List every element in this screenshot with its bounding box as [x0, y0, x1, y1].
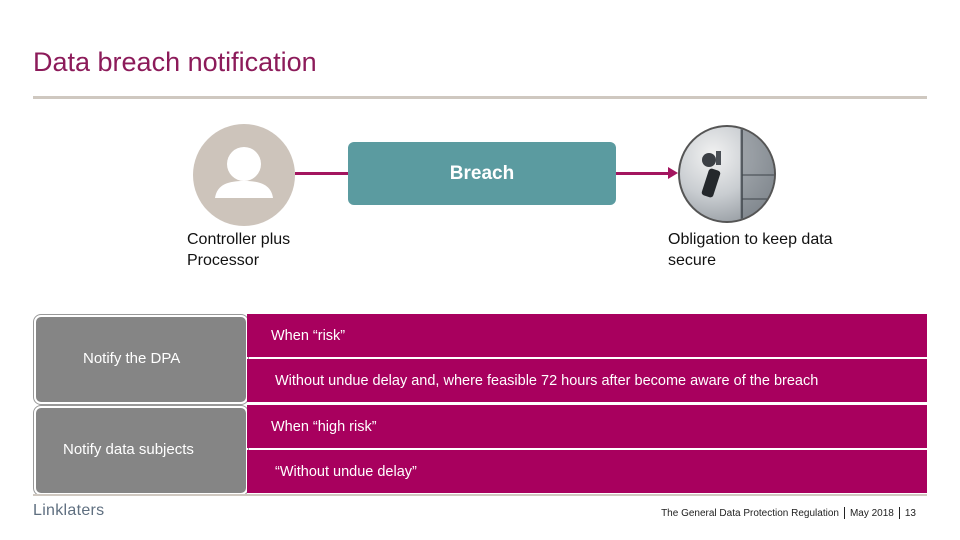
breach-box: Breach — [348, 142, 616, 205]
dpa-timing-bar: Without undue delay and, where feasible … — [247, 359, 927, 402]
footer-info: The General Data Protection Regulation M… — [661, 507, 916, 519]
footer-date: May 2018 — [849, 507, 894, 519]
person-icon — [193, 124, 295, 226]
controller-processor-caption: Controller plus Processor — [187, 231, 291, 269]
dpa-timing-text: Without undue delay and, where feasible … — [275, 372, 819, 389]
notify-subjects-label: Notify data subjects — [63, 441, 194, 458]
arrow-right-icon — [668, 167, 678, 179]
dpa-condition-bar: When “risk” — [247, 314, 927, 357]
footer-divider — [33, 494, 927, 496]
page-number: 13 — [904, 507, 916, 519]
subjects-condition-bar: When “high risk” — [247, 405, 927, 448]
notify-subjects-box — [34, 406, 248, 495]
notify-dpa-label: Notify the DPA — [83, 350, 181, 367]
footer-document: The General Data Protection Regulation — [661, 507, 839, 519]
linklaters-logo: Linklaters — [33, 502, 105, 519]
breach-label: Breach — [449, 162, 515, 184]
subjects-timing-bar: “Without undue delay” — [247, 450, 927, 493]
title-divider — [33, 96, 927, 99]
dpa-condition-text: When “risk” — [271, 327, 346, 344]
obligation-caption: Obligation to keep data secure — [668, 231, 833, 269]
lock-photo — [678, 125, 776, 223]
subjects-timing-text: “Without undue delay” — [275, 463, 417, 480]
slide-title: Data breach notification — [33, 47, 317, 77]
notify-dpa-box — [34, 315, 248, 404]
subjects-condition-text: When “high risk” — [271, 418, 377, 435]
footer-separator — [898, 507, 900, 519]
footer-separator — [843, 507, 845, 519]
